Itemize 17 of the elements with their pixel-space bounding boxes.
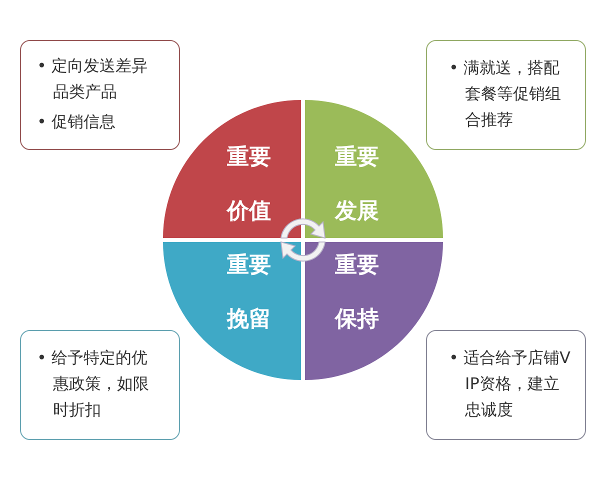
quadrant-label: 重要 (227, 252, 271, 280)
note-card (20, 330, 180, 440)
note-card (20, 40, 180, 150)
note-card (426, 40, 586, 150)
bullet-text: • 满就送，搭配套餐等促销组合推荐 (449, 57, 562, 131)
quadrant-label: 保持 (335, 306, 379, 334)
note-card (426, 330, 586, 440)
quadrant-label: 价值 (227, 198, 271, 226)
quadrant-label: 挽留 (227, 306, 271, 334)
quadrant-label: 重要 (227, 144, 271, 172)
quadrant-label: 重要 (335, 144, 379, 172)
quadrant-label: 发展 (335, 198, 379, 226)
bullet-text: • 给予特定的优惠政策，如限时折扣 (37, 347, 150, 421)
bullet-text: • 定向发送差异品类产品 (37, 55, 149, 103)
bullet-text: • 促销信息 (37, 111, 117, 133)
quadrant-label: 重要 (335, 252, 379, 280)
bullet-text: • 适合给予店铺VIP资格，建立忠诚度 (449, 347, 571, 421)
